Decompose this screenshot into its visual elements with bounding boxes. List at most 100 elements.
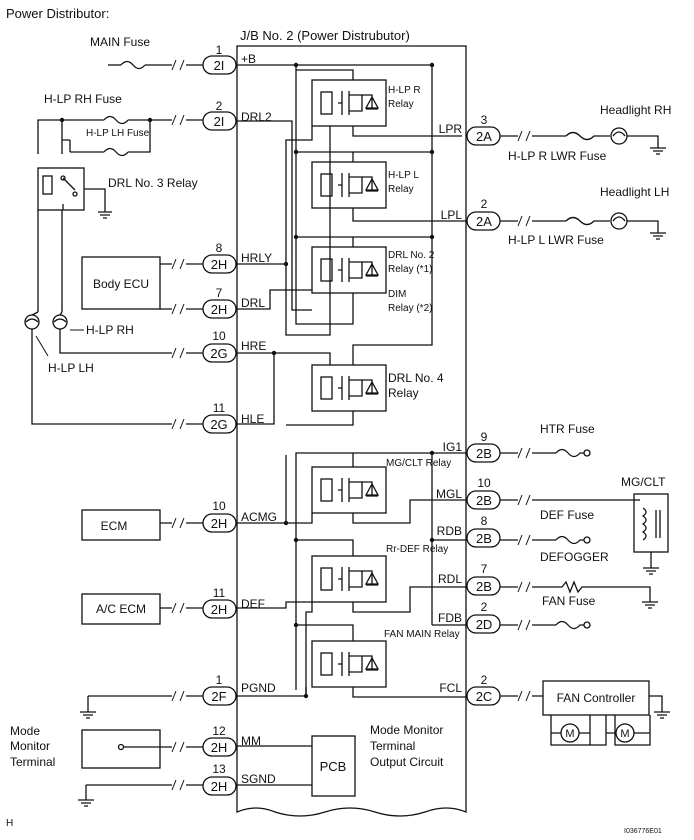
pin-number: 10 bbox=[477, 476, 491, 490]
signal-label: IG1 bbox=[443, 440, 463, 454]
pin-number: 12 bbox=[212, 724, 226, 738]
output-circuit-label-2: Terminal bbox=[370, 739, 415, 753]
connector-id: 2B bbox=[476, 493, 492, 508]
relay-hlp-r-label: H-LP R bbox=[388, 85, 421, 96]
defogger-fuse bbox=[500, 534, 591, 546]
relay-symbol bbox=[311, 161, 387, 209]
signal-label: PGND bbox=[241, 681, 276, 695]
connector-2A-2[interactable]: 2 2A LPL bbox=[441, 197, 501, 231]
relay-dim-label: DIM bbox=[388, 289, 406, 300]
ecm-label: ECM bbox=[101, 519, 128, 533]
signal-label: MGL bbox=[436, 487, 462, 501]
signal-label: HRE bbox=[241, 339, 266, 353]
connector-id: 2G bbox=[210, 417, 227, 432]
pin-number: 13 bbox=[212, 762, 226, 776]
connector-2C-2[interactable]: 2 2C FCL bbox=[439, 673, 501, 706]
connector-id: 2H bbox=[211, 257, 228, 272]
connector-2B-8[interactable]: 8 2B RDB bbox=[437, 514, 501, 548]
pin-number: 3 bbox=[481, 113, 488, 127]
connector-id: 2B bbox=[476, 446, 492, 461]
headlight-lh-circuit bbox=[500, 212, 666, 240]
defogger-label: DEFOGGER bbox=[540, 550, 609, 564]
connector-id: 2H bbox=[211, 779, 228, 794]
signal-label: RDB bbox=[437, 524, 462, 538]
connector-2H-13[interactable]: 13 2H SGND bbox=[202, 762, 276, 796]
fan-controller: FAN Controller bbox=[500, 680, 670, 746]
connector-id: 2C bbox=[476, 689, 493, 704]
connector-2H-7[interactable]: 7 2H DRL bbox=[202, 286, 265, 319]
connector-2H-8[interactable]: 8 2H HRLY bbox=[202, 241, 272, 274]
connector-2H-12[interactable]: 12 2H MM bbox=[202, 724, 261, 757]
connector-id: 2I bbox=[214, 114, 225, 129]
relay-mgclt-label: MG/CLT Relay bbox=[386, 458, 451, 469]
connector-2B-7[interactable]: 7 2B RDL bbox=[438, 562, 501, 596]
signal-label: HRLY bbox=[241, 251, 272, 265]
pin-number: 11 bbox=[213, 586, 226, 600]
signal-label: DEF bbox=[241, 597, 265, 611]
mode-monitor-terminal bbox=[78, 729, 203, 807]
connector-id: 2H bbox=[211, 516, 228, 531]
connector-2G-10[interactable]: 10 2G HRE bbox=[202, 329, 266, 363]
headlight-lh-label: Headlight LH bbox=[600, 185, 669, 199]
pin-number: 2 bbox=[481, 197, 488, 211]
pin-number: 10 bbox=[212, 499, 226, 513]
output-circuit-label-1: Mode Monitor bbox=[370, 723, 443, 737]
main-fuse bbox=[108, 59, 203, 71]
connector-2D-2[interactable]: 2 2D FDB bbox=[438, 600, 501, 634]
connector-2B-10[interactable]: 10 2B MGL bbox=[436, 476, 501, 510]
ac-ecm-label: A/C ECM bbox=[96, 602, 146, 616]
connector-2A-3[interactable]: 3 2A LPR bbox=[439, 113, 501, 146]
signal-label: HLE bbox=[241, 412, 264, 426]
signal-label: RDL bbox=[438, 572, 462, 586]
connector-id: 2H bbox=[211, 740, 228, 755]
pcb-block: PCB bbox=[311, 735, 356, 797]
relay-drl2-label-2: Relay (*1) bbox=[388, 264, 432, 275]
connector-2F-1[interactable]: 1 2F PGND bbox=[202, 673, 276, 706]
internal-wiring bbox=[236, 64, 467, 786]
mode-monitor-label-3: Terminal bbox=[10, 755, 55, 769]
relay-symbol bbox=[311, 466, 387, 514]
signal-label: LPL bbox=[441, 208, 463, 222]
footer-left: H bbox=[6, 818, 13, 829]
relay-hlp-l-label-2: Relay bbox=[388, 184, 414, 195]
motor-2-label: M bbox=[620, 728, 629, 740]
signal-label: LPR bbox=[439, 122, 463, 136]
relay-drl4-label-2: Relay bbox=[388, 386, 419, 400]
relay-symbol bbox=[311, 364, 387, 412]
pin-number: 8 bbox=[481, 514, 488, 528]
pin-number: 2 bbox=[481, 673, 488, 687]
headlight-rh-circuit bbox=[500, 127, 666, 155]
signal-label: FCL bbox=[439, 681, 462, 695]
signal-label: DRL bbox=[241, 296, 265, 310]
connector-id: 2D bbox=[476, 617, 493, 632]
ac-ecm-box: A/C ECM bbox=[81, 593, 203, 625]
pin-number: 11 bbox=[213, 401, 226, 415]
connector-id: 2H bbox=[211, 302, 228, 317]
drl3-relay-label: DRL No. 3 Relay bbox=[108, 176, 198, 190]
connector-2I-1[interactable]: 1 2I +B bbox=[202, 43, 256, 75]
connector-2H-10[interactable]: 10 2H ACMG bbox=[202, 499, 277, 533]
relay-rrdef-label: Rr-DEF Relay bbox=[386, 544, 448, 555]
main-fuse-label: MAIN Fuse bbox=[90, 35, 150, 49]
left-bulb-wiring bbox=[24, 210, 203, 430]
signal-label: SGND bbox=[241, 772, 276, 786]
pin-number: 9 bbox=[481, 430, 488, 444]
relay-hlp-r-label-2: Relay bbox=[388, 99, 414, 110]
pin-number: 1 bbox=[216, 673, 223, 687]
hlp-rh-label: H-LP RH bbox=[86, 323, 134, 337]
connector-2G-11[interactable]: 11 2G HLE bbox=[202, 401, 264, 434]
connector-2B-9[interactable]: 9 2B IG1 bbox=[443, 430, 501, 463]
connector-id: 2F bbox=[211, 689, 226, 704]
pin-number: 7 bbox=[216, 286, 223, 300]
pin-number: 8 bbox=[216, 241, 223, 255]
connector-id: 2A bbox=[476, 214, 492, 229]
pin-number: 7 bbox=[481, 562, 488, 576]
signal-label: ACMG bbox=[241, 510, 277, 524]
relay-symbol bbox=[311, 79, 387, 127]
connector-2H-11[interactable]: 11 2H DEF bbox=[202, 586, 265, 619]
pgnd-ground bbox=[80, 690, 203, 719]
mode-monitor-label-2: Monitor bbox=[10, 739, 50, 753]
fan-fuse-label: FAN Fuse bbox=[542, 594, 596, 608]
relay-fanmain-label: FAN MAIN Relay bbox=[384, 629, 460, 640]
body-ecu-label: Body ECU bbox=[93, 277, 149, 291]
